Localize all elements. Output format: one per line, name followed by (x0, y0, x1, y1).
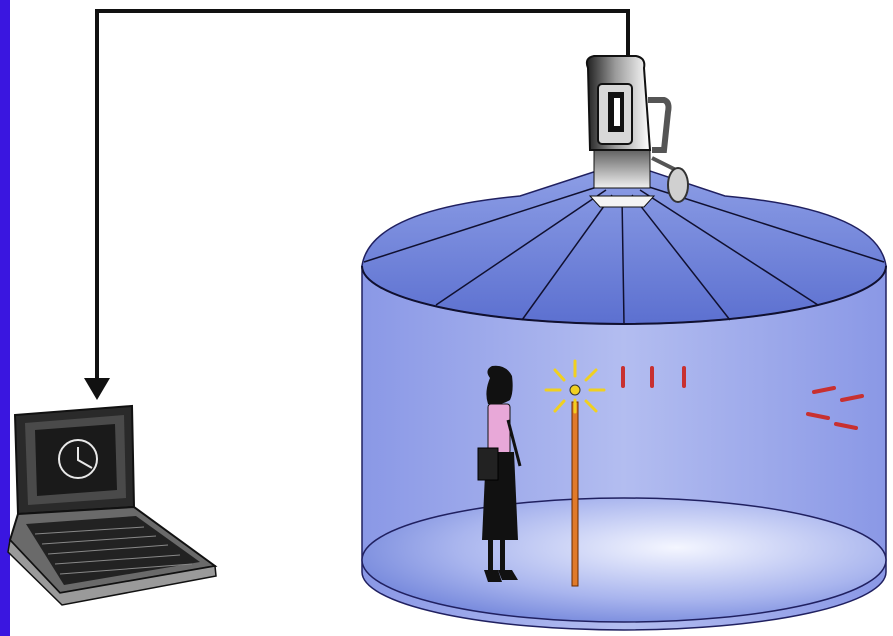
scan-marks (621, 366, 864, 430)
tank-floor (361, 497, 887, 623)
tank (361, 164, 887, 631)
laptop-icon (7, 404, 218, 606)
roof-ribs (363, 185, 885, 325)
reflector-target-icon (544, 359, 606, 587)
data-cable (84, 9, 630, 400)
laser-scanner-icon (585, 55, 689, 208)
keyboard (34, 526, 193, 575)
clock-icon (58, 439, 98, 479)
cable-arrow-icon (84, 378, 110, 400)
person-icon (477, 365, 522, 582)
